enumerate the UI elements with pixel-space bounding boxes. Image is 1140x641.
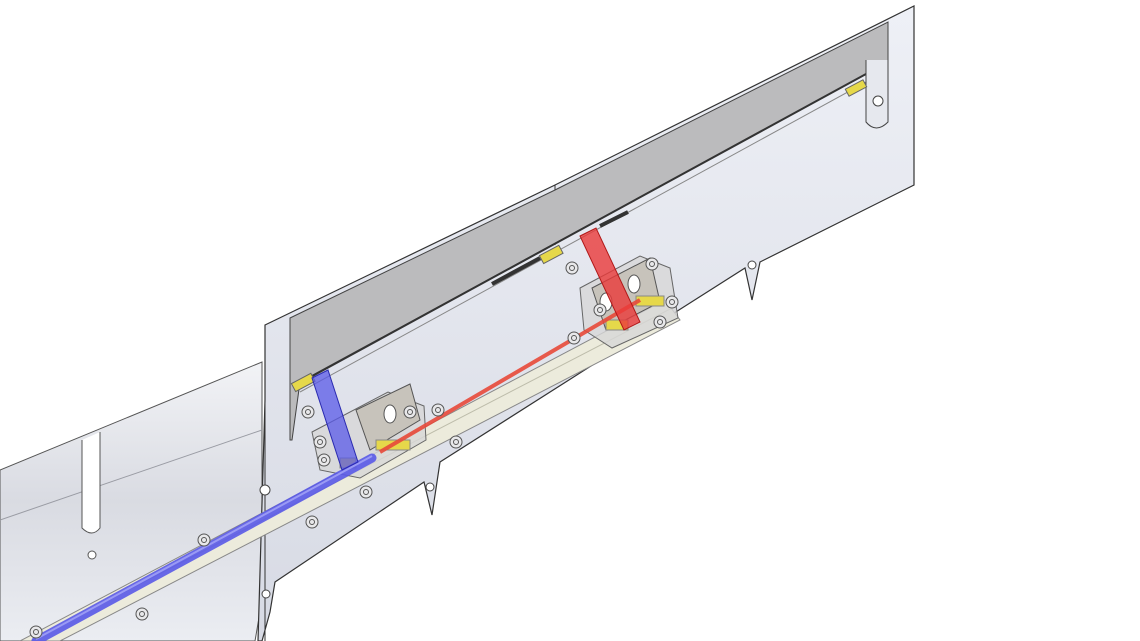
screw-hole xyxy=(649,261,655,267)
screw-head xyxy=(653,315,667,329)
screw-hole xyxy=(305,409,311,415)
screw-head xyxy=(431,403,445,417)
screw-hole xyxy=(317,439,323,445)
screw-head xyxy=(567,331,581,345)
pushrod-left xyxy=(31,369,377,641)
trailing-edge-notches xyxy=(259,260,757,599)
aileron-surface xyxy=(289,21,889,441)
screw-head xyxy=(449,435,463,449)
screw-head xyxy=(317,453,331,467)
screw-hole xyxy=(407,409,413,415)
screw-hole xyxy=(201,537,207,543)
screw-head xyxy=(305,515,319,529)
screw-head xyxy=(359,485,373,499)
screw-head xyxy=(645,257,659,271)
inboard-wing-panel xyxy=(0,361,263,641)
screw-hole xyxy=(363,489,369,495)
screw-hole xyxy=(597,307,603,313)
screw-head xyxy=(197,533,211,547)
screw-hole xyxy=(669,299,675,305)
screw-hole xyxy=(139,611,145,617)
screw-hole xyxy=(453,439,459,445)
screw-hole xyxy=(435,407,441,413)
screw-head xyxy=(565,261,579,275)
screw-hole xyxy=(657,319,663,325)
screw-hole xyxy=(569,265,575,271)
pushrod-right xyxy=(378,227,642,454)
screw-hole xyxy=(321,457,327,463)
screw-head xyxy=(313,435,327,449)
screw-head xyxy=(29,625,43,639)
screw-head xyxy=(665,295,679,309)
screw-head xyxy=(301,405,315,419)
screw-head xyxy=(403,405,417,419)
screw-hole xyxy=(571,335,577,341)
screw-hole xyxy=(309,519,315,525)
screws xyxy=(29,257,679,639)
screw-head xyxy=(135,607,149,621)
screw-head xyxy=(593,303,607,317)
screw-hole xyxy=(33,629,39,635)
